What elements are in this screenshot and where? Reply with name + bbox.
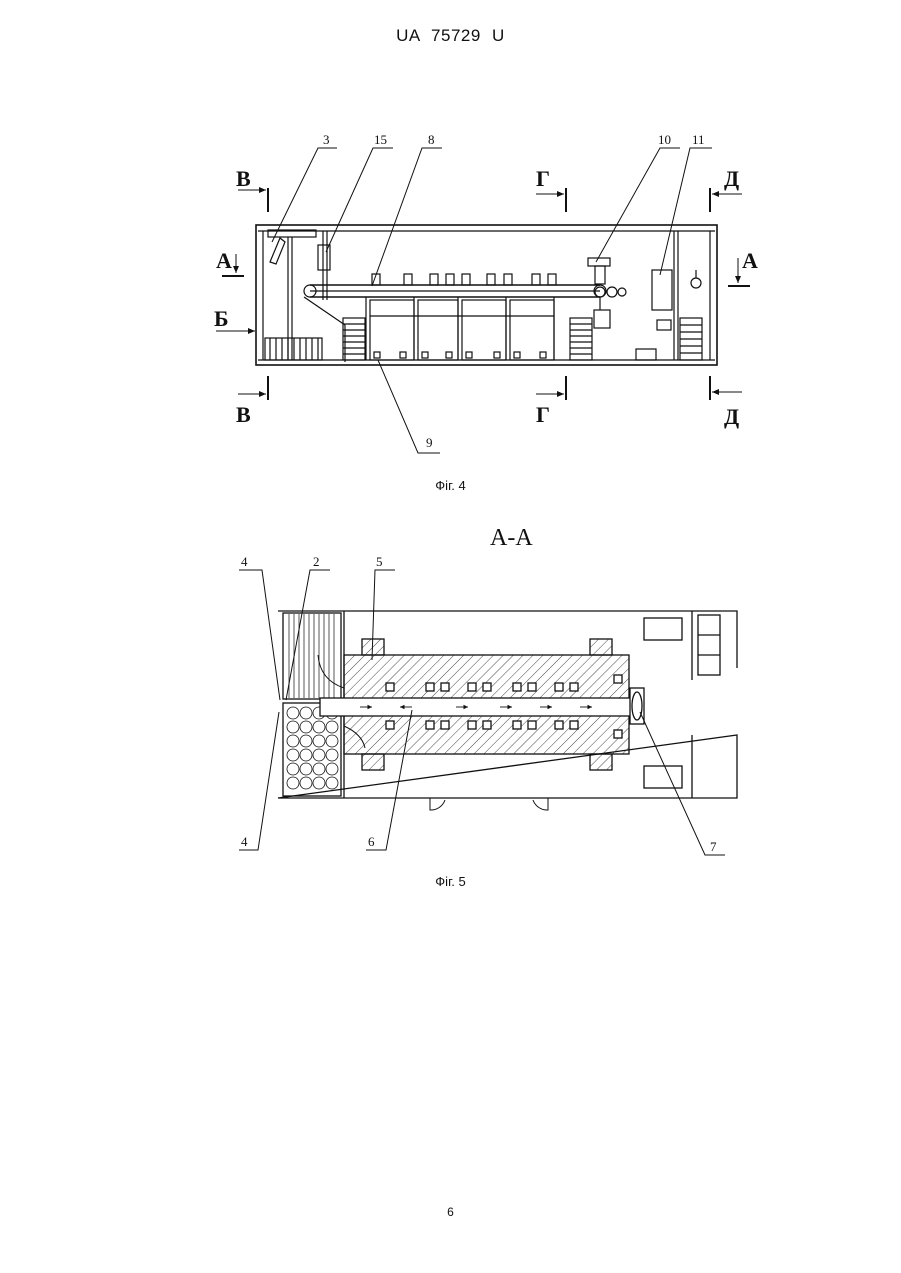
fig5-door-right xyxy=(533,798,548,810)
fig5-cabinet xyxy=(698,615,720,675)
fig5-ref-5: 5 xyxy=(376,554,383,569)
figure-5-title: А-А xyxy=(490,525,533,551)
fig5-ref-4-bottom: 4 xyxy=(241,834,248,849)
page-number: 6 xyxy=(0,1205,901,1219)
figure-5-caption: Фіг. 5 xyxy=(0,874,901,889)
fig5-door-left xyxy=(430,798,445,810)
fig5-ref-4-top: 4 xyxy=(241,554,248,569)
fig5-ref-7: 7 xyxy=(710,839,717,854)
fig5-ref-6: 6 xyxy=(368,834,375,849)
figure-5-drawing: А-А xyxy=(0,0,901,900)
fig5-ref-2: 2 xyxy=(313,554,320,569)
